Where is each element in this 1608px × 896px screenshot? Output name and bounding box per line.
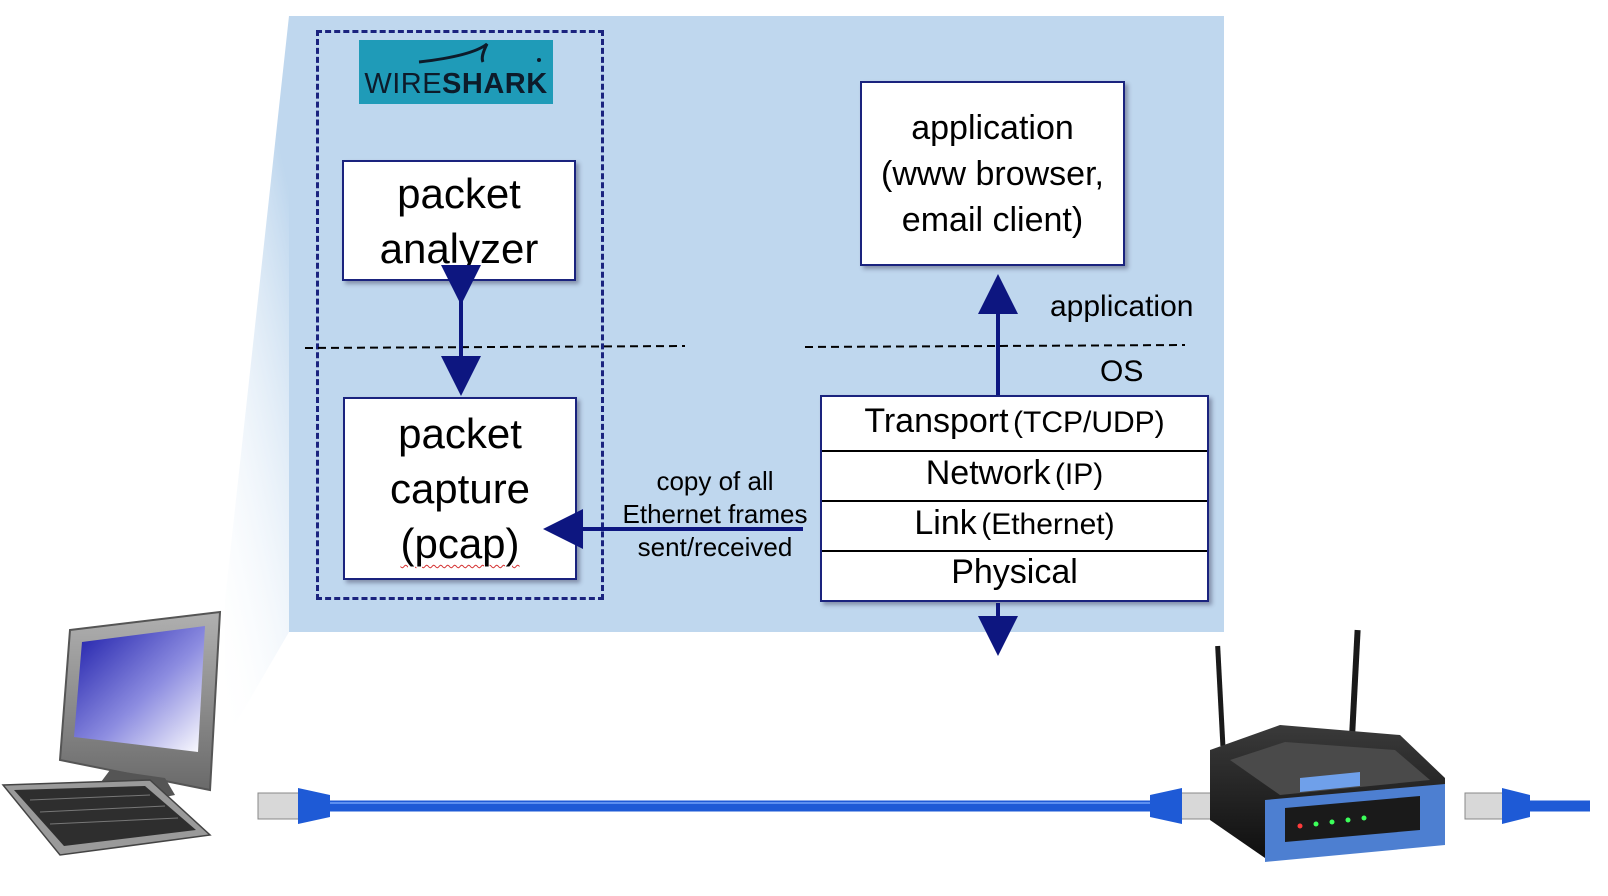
packet-capture-box: packet capture (pcap) [343,397,577,580]
copy-line1: copy of all [656,466,774,496]
application-layer-label: application [1050,290,1194,323]
transport-layer: Transport (TCP/UDP) [822,397,1207,452]
wireshark-logo: WIRESHARK [359,40,553,104]
wireshark-group [316,30,604,600]
transport-label: Transport [864,402,1009,440]
packet-analyzer-box: packet analyzer [342,160,576,281]
link-sub: (Ethernet) [981,508,1115,541]
copy-line2: Ethernet frames [622,499,808,529]
physical-label: Physical [951,553,1078,591]
physical-layer: Physical [822,552,1207,602]
network-sub: (IP) [1054,458,1104,491]
logo-shark: SHARK [442,68,548,100]
os-label: OS [1100,355,1144,388]
app-line1: application [911,108,1074,147]
network-layer: Network (IP) [822,452,1207,502]
copy-line3: sent/received [637,532,793,562]
pcap-line3: (pcap) [400,520,520,567]
network-label: Network [925,454,1051,492]
application-box: application (www browser, email client) [860,81,1125,266]
wireshark-logo-text: WIRESHARK [359,68,553,101]
app-line2: (www browser, [881,154,1104,193]
link-label: Link [914,504,977,542]
protocol-stack: Transport (TCP/UDP) Network (IP) Link (E… [820,395,1209,602]
copy-frames-label: copy of all Ethernet frames sent/receive… [610,465,820,564]
transport-sub: (TCP/UDP) [1013,406,1165,439]
analyzer-line2: analyzer [379,224,539,272]
shark-fin-icon [418,42,541,64]
pcap-line2: capture [389,465,531,512]
analyzer-line1: packet [397,169,521,217]
pcap-line1: packet [398,410,522,457]
app-line3: email client) [901,200,1084,239]
logo-wire: WIRE [364,68,443,100]
link-layer: Link (Ethernet) [822,502,1207,552]
